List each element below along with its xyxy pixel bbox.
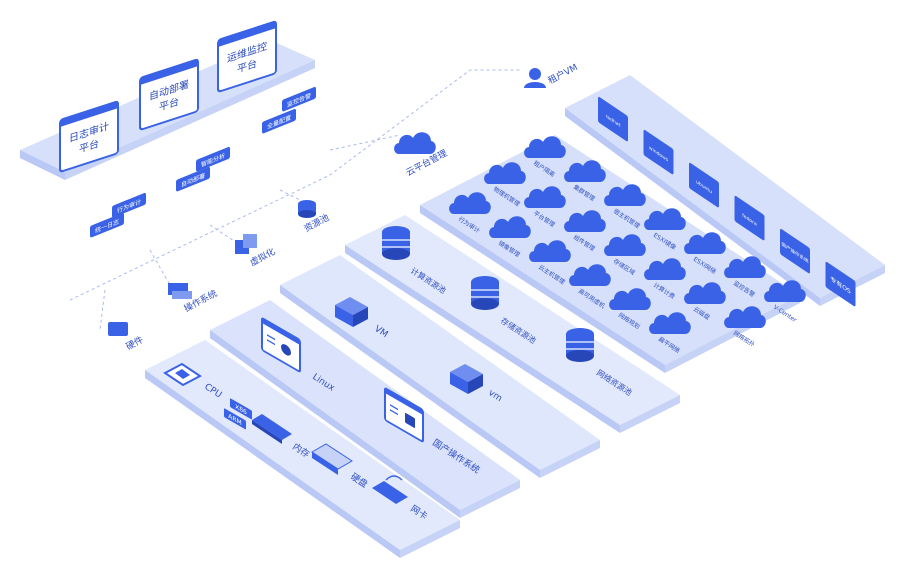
cpu-arch-x86[interactable]: X86 xyxy=(230,398,252,420)
layer-hardware-label: 硬件 xyxy=(124,334,146,353)
tag-unified-log[interactable]: 统一日志 xyxy=(90,212,124,238)
domestic-os-icon xyxy=(405,412,415,428)
os-card-5[interactable]: 专有OS xyxy=(825,261,856,307)
platform-card-log-audit[interactable]: 日志审计 平台 xyxy=(59,100,119,173)
tag-auto-deploy[interactable]: 自动部署 xyxy=(176,166,210,192)
os-card-0[interactable]: redhat xyxy=(598,96,628,142)
tag-monitor-alert[interactable]: 监控告警 xyxy=(282,86,316,112)
vm-box-upper[interactable]: VM xyxy=(335,297,389,340)
platform-card-auto-deploy[interactable]: 自动部署 平台 xyxy=(139,58,199,131)
tag-behavior-audit[interactable]: 行为审计 xyxy=(112,192,146,218)
layer-hardware: 硬件 xyxy=(108,322,145,353)
layer-tenant-vm-label: 租户VM xyxy=(546,61,580,87)
wifi-icon xyxy=(385,475,403,481)
hardware-icon xyxy=(108,322,128,336)
layer-resource-pool: 资源池 xyxy=(298,200,331,235)
cloud-mgmt-icon xyxy=(394,132,436,154)
layer-tenant-vm: 租户VM xyxy=(524,61,580,88)
tag-smart-analysis[interactable]: 智能分析 xyxy=(196,146,230,172)
os-card-2[interactable]: ubuntu xyxy=(689,162,719,208)
domestic-os-window[interactable] xyxy=(384,387,424,443)
layer-os: 操作系统 xyxy=(168,283,219,315)
hardware-slab xyxy=(145,340,460,558)
tag-full-config[interactable]: 全量配置 xyxy=(262,108,296,134)
resource-pool-slab xyxy=(345,215,680,433)
layer-virtualization: 虚拟化 xyxy=(235,234,277,269)
tenant-user-body-icon xyxy=(524,82,546,88)
tenant-user-icon xyxy=(529,68,541,80)
layer-virtualization-label: 虚拟化 xyxy=(248,245,277,268)
layer-cloud-mgmt: 云平台管理 xyxy=(394,132,449,179)
os-card-1[interactable]: windows xyxy=(643,129,674,175)
platform-card-ops-monitor[interactable]: 运维监控 平台 xyxy=(217,20,277,93)
os-card-3[interactable]: fedora xyxy=(734,195,765,241)
cloud-service-item[interactable]: 网络拓扑 xyxy=(724,306,766,349)
linux-window[interactable] xyxy=(261,317,301,373)
x86-label: X86 xyxy=(235,402,247,416)
